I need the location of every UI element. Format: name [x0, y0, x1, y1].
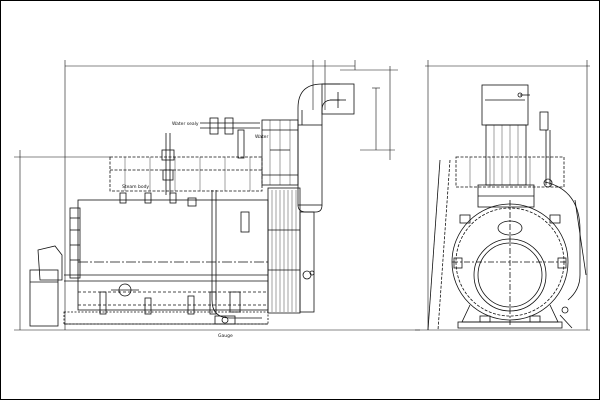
front-door	[69, 207, 81, 279]
dimension-lines	[14, 60, 590, 331]
flue-stack	[297, 124, 323, 206]
label-small: Water	[255, 134, 268, 140]
label-steam-drum: Steam body	[122, 184, 149, 190]
skid-base	[63, 311, 269, 325]
flue-elbow	[321, 83, 355, 115]
label-water-level: Water sealy	[172, 121, 199, 127]
burner-base	[29, 269, 59, 327]
burner	[37, 245, 63, 281]
gauge-glass	[240, 211, 250, 233]
label-bottom: Gauge	[218, 333, 233, 339]
side-view	[29, 83, 355, 327]
front-view	[427, 84, 587, 331]
front-base	[457, 321, 563, 329]
